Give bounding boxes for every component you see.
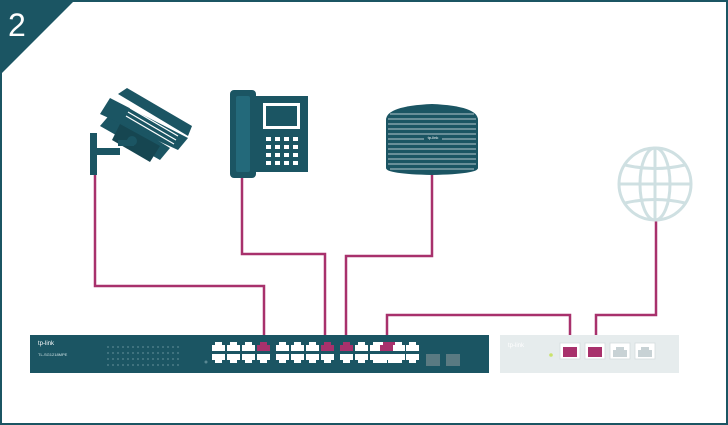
access-point-icon: tp-link [386,104,478,175]
cables [93,175,658,348]
router-lan-port-3 [638,347,652,357]
switch-port [276,342,289,351]
switch-port [306,354,319,363]
switch-port [212,342,225,351]
cable-camera [93,175,266,345]
switch-port [321,354,334,363]
switch-ports [212,342,419,363]
switch-port [242,354,255,363]
router-lan-port-2 [613,347,627,357]
switch-port [340,354,353,363]
switch-port [227,354,240,363]
cable-switch-router [385,313,572,348]
sfp-port [426,354,440,366]
router-lan-port-1 [588,347,602,357]
ip-phone-icon [230,90,308,178]
globe-icon [617,146,693,222]
switch-port [276,354,289,363]
switch-port [340,342,353,351]
router-wan-port [563,347,577,357]
switch-led-panel [107,346,179,366]
switch-port [355,342,368,351]
router-icon: tp-link [500,335,679,373]
switch-port [377,354,390,363]
switch-port [212,354,225,363]
switch-port [291,342,304,351]
switch-port [227,342,240,351]
switch-port [257,354,270,363]
switch-port [306,342,319,351]
switch-port [355,354,368,363]
sfp-port [446,354,460,366]
switch-port [392,354,405,363]
switch-model: TL-SG1218MPE [38,352,68,357]
step-badge: 2 [0,0,75,75]
cable-phone [240,178,327,345]
switch-port [392,342,405,351]
router-brand: tp-link [508,343,525,349]
security-camera-icon [90,88,192,175]
switch-port [380,342,393,351]
access-point-brand: tp-link [428,135,439,140]
switch-port [291,354,304,363]
switch-brand: tp-link [38,341,55,347]
switch-port [257,342,270,351]
switch-port [242,342,255,351]
network-switch-icon: tp-link TL-SG1218MPE [30,335,489,373]
switch-port [406,342,419,351]
switch-port [406,354,419,363]
switch-port [321,342,334,351]
cable-access-point [344,175,434,345]
step-number: 2 [8,7,26,43]
cable-internet [594,220,658,348]
